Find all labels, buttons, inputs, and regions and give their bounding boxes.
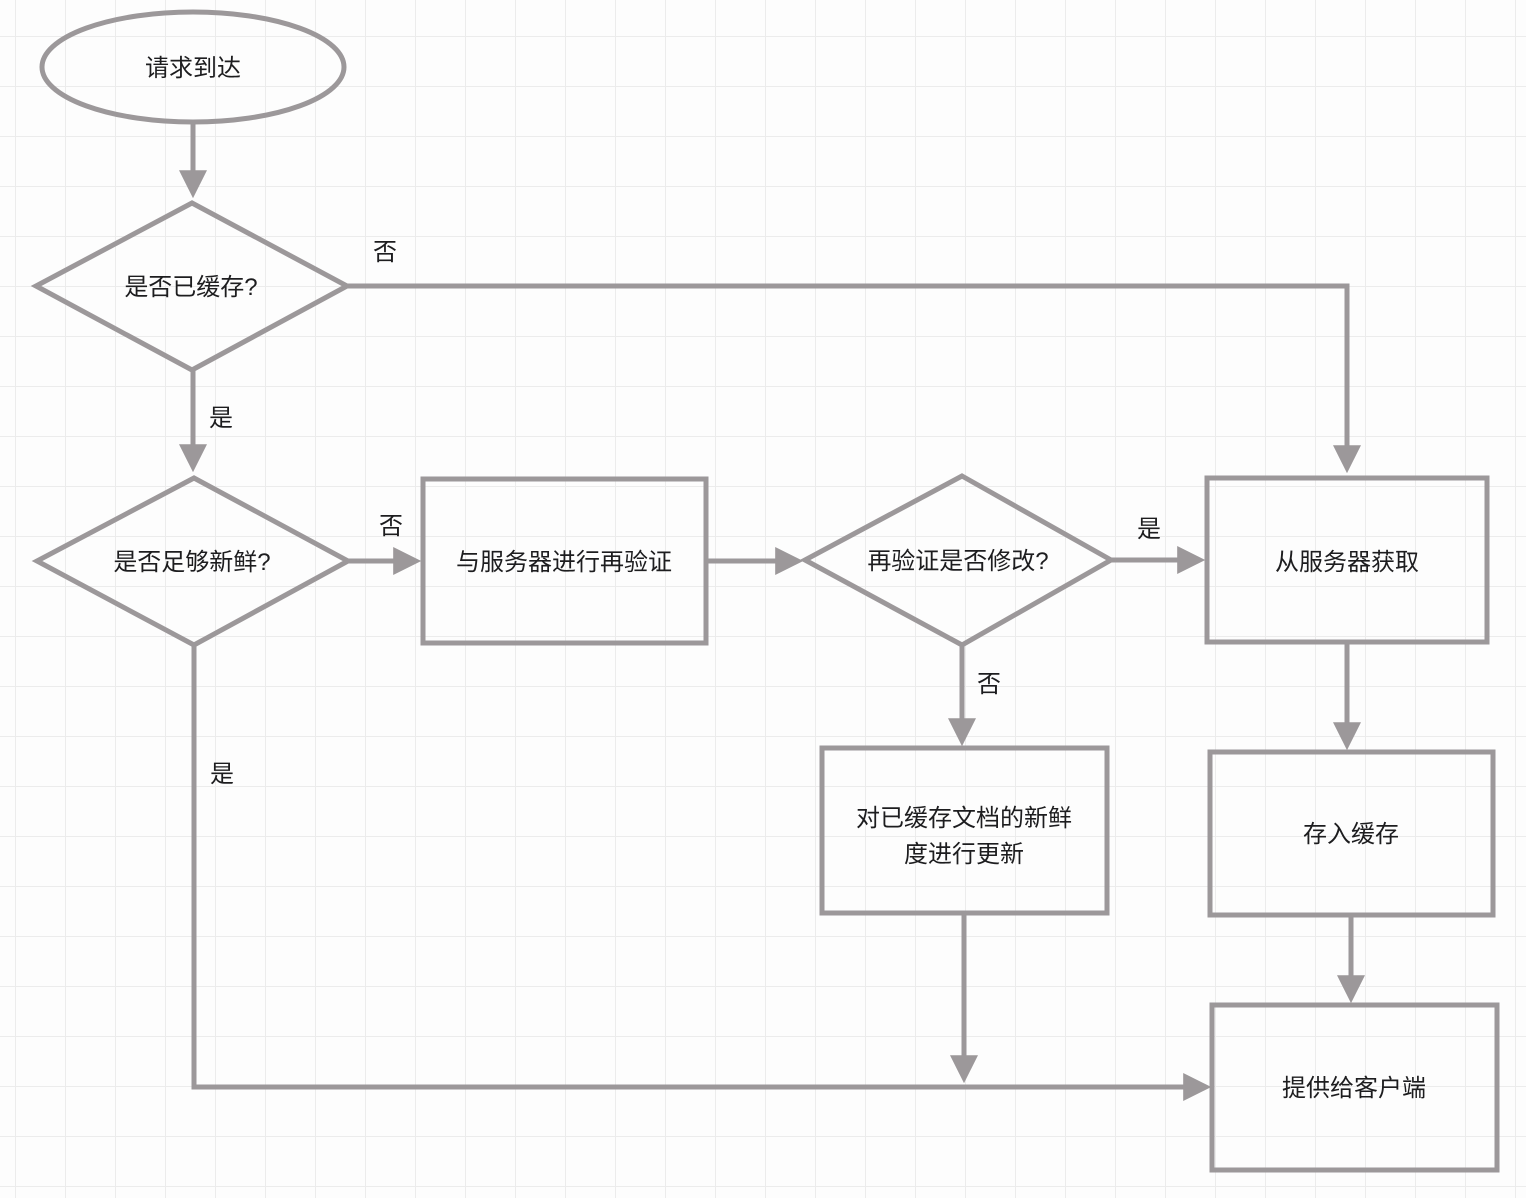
edge-cached-no-to-fetch [347,283,1361,474]
edge-label-cached-yes: 是 [209,405,233,432]
edge-label-modified-yes: 是 [1137,516,1161,543]
node-update [819,745,1110,916]
node-modified-label: 再验证是否修改? [867,548,1048,575]
edge-group [179,122,1365,1101]
edge-label-group: 否 是 否 是 否 是 [209,239,1161,788]
edge-label-fresh-no: 否 [379,513,403,540]
node-store-label: 存入缓存 [1303,821,1399,848]
node-store [1207,749,1496,918]
edge-label-cached-no: 否 [373,239,397,266]
node-update-label-line1: 对已缓存文档的新鲜 [856,805,1072,832]
node-fetch-label: 从服务器获取 [1275,549,1419,576]
node-update-label-line2: 度进行更新 [904,841,1024,868]
node-fresh [31,475,354,648]
node-fetch [1204,475,1490,645]
node-group: 请求到达 是否已缓存? 是否足够新鲜? 与服务器进行再验证 再验证是否修改? 从… [30,9,1500,1173]
edge-fresh-yes-to-client [191,646,1212,1101]
node-revalidate [420,476,709,646]
node-start-label: 请求到达 [145,55,241,82]
node-client-label: 提供给客户端 [1282,1075,1426,1102]
node-revalidate-label: 与服务器进行再验证 [456,549,672,576]
node-client [1209,1002,1500,1173]
node-modified [799,473,1117,648]
node-cached-label: 是否已缓存? [124,274,257,301]
edge-label-fresh-yes: 是 [210,761,234,788]
node-cached [30,200,353,373]
node-fresh-label: 是否足够新鲜? [113,549,270,576]
edge-label-modified-no: 否 [977,671,1001,698]
node-start [39,9,347,125]
